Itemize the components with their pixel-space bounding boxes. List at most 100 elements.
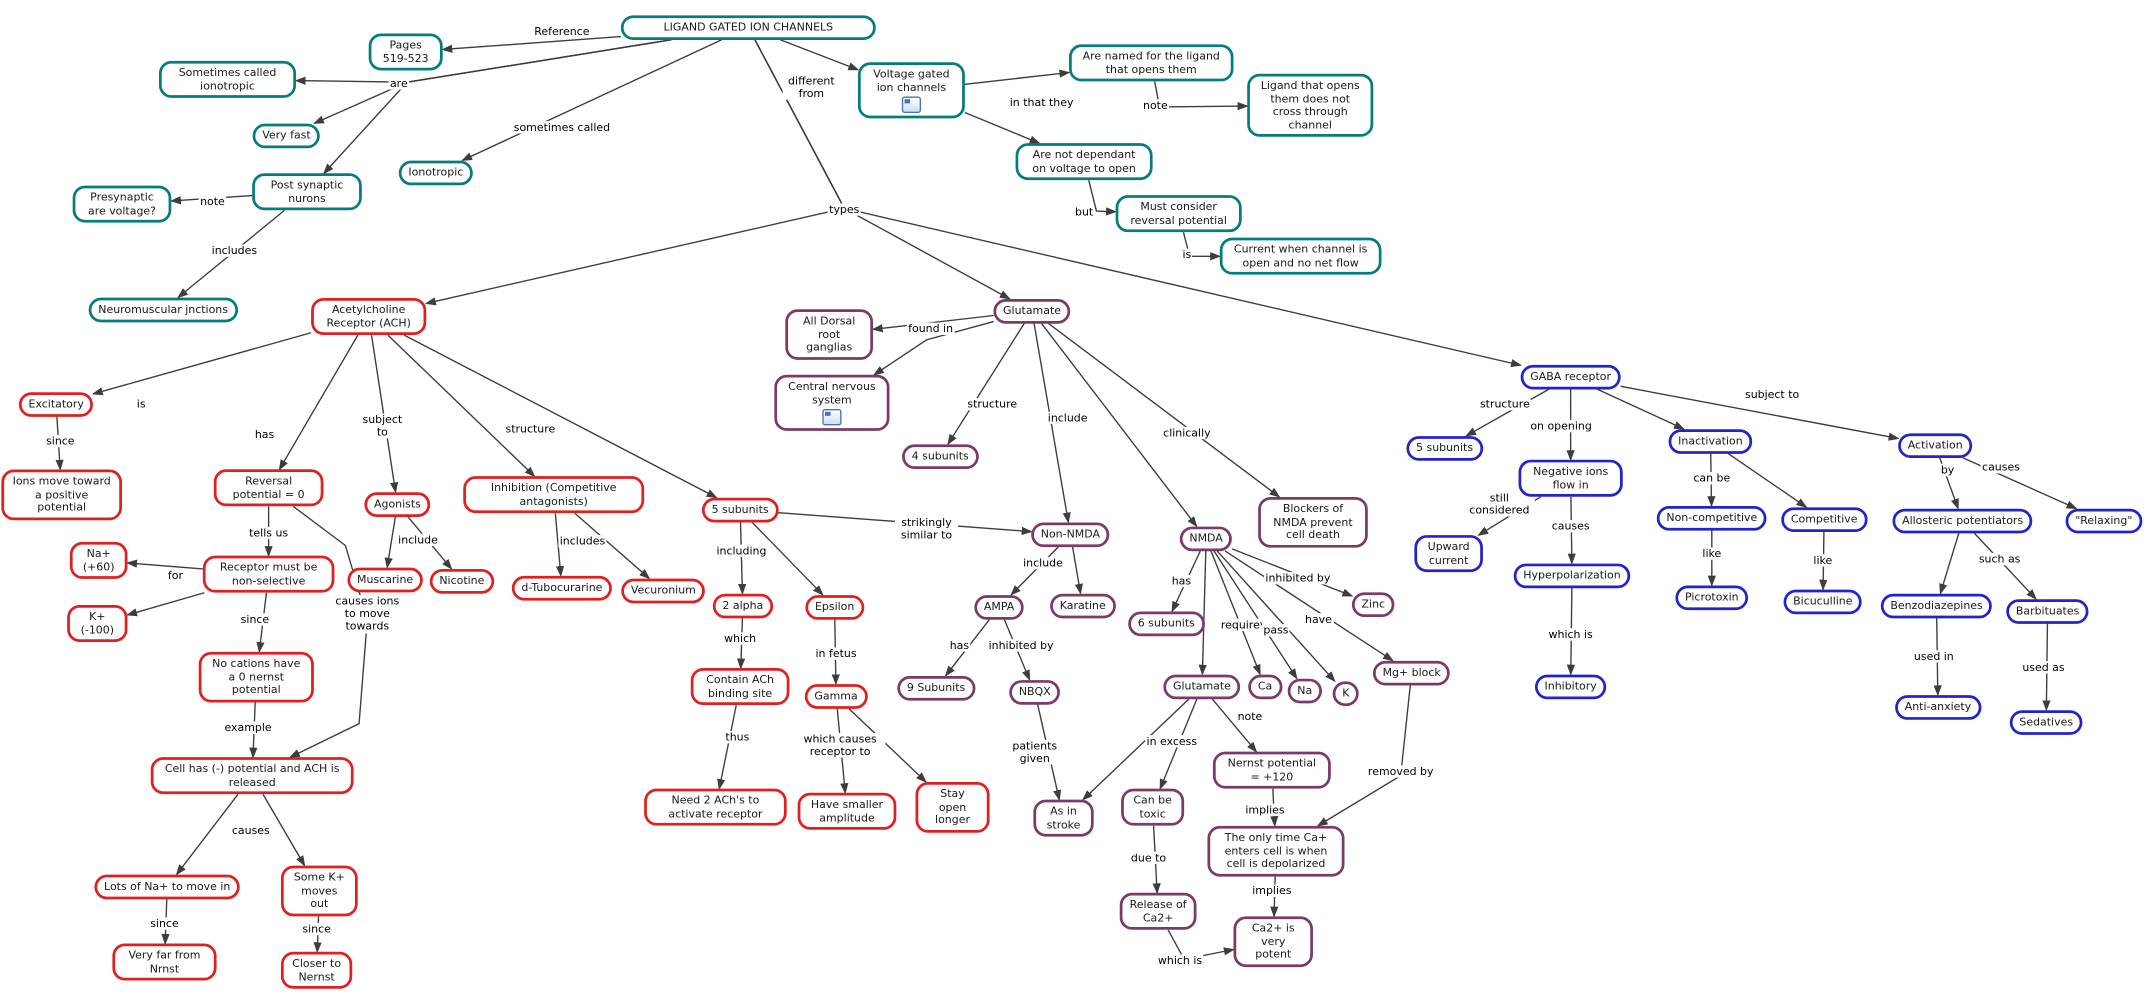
- concept-node-post-synaptic[interactable]: Post synaptic nurons: [252, 173, 362, 211]
- concept-node-subunits5-blue[interactable]: 5 subunits: [1406, 436, 1483, 461]
- concept-node-ach[interactable]: Acetylcholine Receptor (ACH): [311, 297, 427, 336]
- concept-node-must-consider[interactable]: Must consider reversal potential: [1115, 195, 1242, 233]
- concept-node-karatine[interactable]: Karatine: [1050, 593, 1116, 618]
- concept-node-cns[interactable]: Central nervous system: [774, 374, 890, 432]
- linking-phrase[interactable]: include: [396, 533, 440, 547]
- concept-node-named-for-ligand[interactable]: Are named for the ligand that opens them: [1069, 44, 1234, 82]
- concept-node-ca[interactable]: Ca: [1248, 674, 1282, 699]
- concept-node-zinc[interactable]: Zinc: [1351, 592, 1395, 617]
- concept-node-picrotoxin[interactable]: Picrotoxin: [1675, 585, 1749, 610]
- concept-node-relaxing[interactable]: "Relaxing": [2065, 508, 2142, 533]
- linking-phrase[interactable]: by: [1939, 463, 1956, 477]
- concept-node-sometimes-ionotropic[interactable]: Sometimes called ionotropic: [158, 60, 297, 99]
- linking-phrase[interactable]: but: [1073, 206, 1095, 219]
- concept-node-vecuronium[interactable]: Vecuronium: [621, 578, 706, 603]
- linking-phrase[interactable]: example: [223, 721, 274, 735]
- linking-phrase[interactable]: include: [1021, 556, 1065, 570]
- concept-node-subunits4[interactable]: 4 subunits: [902, 444, 979, 469]
- linking-phrase[interactable]: in fetus: [814, 647, 858, 661]
- concept-node-voltage-gated[interactable]: Voltage gated ion channels: [857, 62, 965, 119]
- concept-node-neuromuscular[interactable]: Neuromuscular jnctions: [88, 297, 238, 322]
- linking-phrase[interactable]: has: [1170, 574, 1193, 588]
- concept-node-can-be-toxic[interactable]: Can be toxic: [1121, 788, 1185, 826]
- linking-phrase[interactable]: note: [198, 195, 227, 208]
- concept-node-release-ca[interactable]: Release of Ca2+: [1119, 892, 1197, 931]
- linking-phrase[interactable]: inhibited by: [987, 639, 1055, 652]
- concept-node-inactivation[interactable]: Inactivation: [1668, 429, 1753, 454]
- concept-node-gamma[interactable]: Gamma: [804, 684, 868, 709]
- linking-phrase[interactable]: have: [1303, 613, 1334, 626]
- concept-node-smaller-amplitude[interactable]: Have smaller amplitude: [797, 792, 897, 830]
- concept-node-nernst120[interactable]: Nernst potential = +120: [1212, 751, 1331, 789]
- linking-phrase[interactable]: different from: [782, 75, 841, 101]
- linking-phrase[interactable]: structure: [966, 398, 1019, 411]
- concept-node-inhibition[interactable]: Inhibition (Competitive antagonists): [463, 476, 645, 514]
- linking-phrase[interactable]: which causes receptor to: [794, 732, 886, 759]
- concept-node-subunits6[interactable]: 6 subunits: [1128, 611, 1205, 636]
- linking-phrase[interactable]: used in: [1912, 650, 1956, 663]
- linking-phrase[interactable]: includes: [210, 244, 259, 258]
- concept-node-nbqx[interactable]: NBQX: [1009, 680, 1061, 705]
- concept-node-ligand-not-cross[interactable]: Ligand that opens them does not cross th…: [1247, 73, 1374, 138]
- concept-node-na60[interactable]: Na+ (+60): [69, 541, 128, 580]
- linking-phrase[interactable]: implies: [1250, 884, 1293, 898]
- concept-node-nmda[interactable]: NMDA: [1179, 526, 1233, 551]
- linking-phrase[interactable]: used as: [2020, 661, 2066, 674]
- linking-phrase[interactable]: causes ions to move towards: [331, 595, 403, 633]
- linking-phrase[interactable]: structure: [504, 422, 557, 436]
- linking-phrase[interactable]: is: [135, 398, 147, 411]
- concept-node-k[interactable]: K: [1332, 681, 1360, 706]
- concept-node-not-dependant[interactable]: Are not dependant on voltage to open: [1015, 143, 1153, 181]
- concept-node-closer-nernst[interactable]: Closer to Nernst: [280, 951, 353, 989]
- concept-node-lgic[interactable]: LIGAND GATED ION CHANNELS: [620, 15, 876, 40]
- linking-phrase[interactable]: since: [44, 435, 76, 448]
- linking-phrase[interactable]: note: [1236, 710, 1264, 724]
- linking-phrase[interactable]: has: [253, 428, 276, 441]
- concept-node-blockers[interactable]: Blockers of NMDA prevent cell death: [1258, 496, 1368, 548]
- concept-node-tubocurarine[interactable]: d-Tubocurarine: [511, 575, 613, 601]
- concept-node-ampa[interactable]: AMPA: [974, 595, 1024, 620]
- linking-phrase[interactable]: subject to: [1743, 388, 1801, 402]
- linking-phrase[interactable]: inhibited by: [1264, 572, 1332, 585]
- linking-phrase[interactable]: has: [948, 639, 971, 652]
- linking-phrase[interactable]: in excess: [1145, 735, 1199, 748]
- concept-node-non-selective[interactable]: Receptor must be non-selective: [202, 555, 335, 593]
- concept-node-pages[interactable]: Pages 519-523: [368, 33, 443, 71]
- linking-phrase[interactable]: like: [1701, 547, 1723, 560]
- linking-phrase[interactable]: causes: [1980, 461, 2022, 474]
- concept-node-na[interactable]: Na: [1287, 678, 1322, 703]
- concept-node-as-in-stroke[interactable]: As in stroke: [1033, 799, 1094, 837]
- concept-node-stay-open[interactable]: Stay open longer: [915, 782, 990, 833]
- concept-node-ionotropic[interactable]: Ionotropic: [398, 160, 473, 185]
- linking-phrase[interactable]: includes: [558, 535, 607, 548]
- concept-node-dorsal-root[interactable]: All Dorsal root ganglias: [785, 309, 874, 360]
- linking-phrase[interactable]: tells us: [247, 526, 290, 540]
- linking-phrase[interactable]: strikingly similar to: [894, 516, 959, 542]
- concept-node-barbituates[interactable]: Barbituates: [2006, 599, 2089, 624]
- linking-phrase[interactable]: Reference: [532, 25, 591, 38]
- linking-phrase[interactable]: note: [1141, 99, 1170, 112]
- linking-phrase[interactable]: which: [722, 632, 758, 645]
- concept-node-negative-ions[interactable]: Negative ions flow in: [1518, 459, 1623, 497]
- linking-phrase[interactable]: since: [239, 613, 271, 626]
- concept-node-current-no-net[interactable]: Current when channel is open and no net …: [1219, 237, 1382, 275]
- concept-node-inhibitory[interactable]: Inhibitory: [1534, 674, 1607, 699]
- linking-phrase[interactable]: structure: [1478, 398, 1532, 411]
- concept-node-mg-block[interactable]: Mg+ block: [1372, 660, 1451, 685]
- linking-phrase[interactable]: on opening: [1528, 419, 1594, 433]
- concept-node-activation[interactable]: Activation: [1898, 433, 1973, 458]
- linking-phrase[interactable]: removed by: [1366, 765, 1435, 778]
- linking-phrase[interactable]: is: [1181, 248, 1193, 262]
- concept-node-nicotine[interactable]: Nicotine: [429, 569, 494, 594]
- linking-phrase[interactable]: sometimes called: [512, 121, 612, 134]
- concept-node-contain-ach[interactable]: Contain ACh binding site: [690, 668, 790, 706]
- linking-phrase[interactable]: include: [1046, 411, 1089, 425]
- linking-phrase[interactable]: types: [827, 203, 861, 216]
- concept-node-excitatory[interactable]: Excitatory: [18, 392, 94, 417]
- concept-node-subunits5-red[interactable]: 5 subunits: [701, 497, 779, 522]
- linking-phrase[interactable]: since: [300, 922, 333, 936]
- concept-node-subunits9[interactable]: 9 Subunits: [897, 675, 975, 701]
- concept-node-benzodiazepines[interactable]: Benzodiazepines: [1880, 593, 1993, 618]
- concept-node-non-competitive[interactable]: Non-competitive: [1656, 506, 1767, 531]
- linking-phrase[interactable]: clinically: [1161, 426, 1212, 440]
